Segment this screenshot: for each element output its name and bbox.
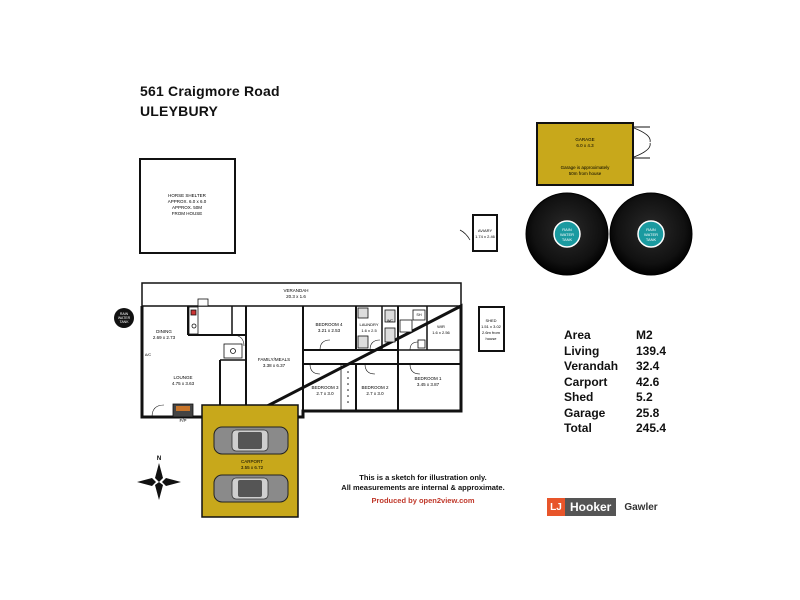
area-name: Carport <box>564 374 608 389</box>
stair-dots <box>347 371 349 403</box>
rain-water-tank-small: RAIN WATER TANK <box>114 308 134 328</box>
bedroom2-size: 2.7 x 3.0 <box>366 391 384 396</box>
laundry-size: 1.6 x 2.5 <box>361 328 377 333</box>
ac-label: A/C <box>145 353 152 357</box>
dining-label: DINING <box>156 329 172 334</box>
area-row: Shed 5.2 <box>564 390 696 406</box>
bedroom3-label: BEDROOM 3 <box>311 385 339 390</box>
disclaimer-line-2: All measurements are internal & approxim… <box>341 483 505 492</box>
bedroom1-size: 3.45 x 3.87 <box>417 382 440 387</box>
area-row: Living 139.4 <box>564 344 696 360</box>
garage-label: GARAGE <box>575 137 594 142</box>
svg-text:WATER: WATER <box>118 316 131 320</box>
aviary-size: 1.74 x 2.46 <box>475 234 496 239</box>
area-row: Area M2 <box>564 328 696 344</box>
bedroom4-size: 3.21 x 2.53 <box>318 328 341 333</box>
family-meals-size: 3.38 x 6.37 <box>263 363 286 368</box>
verandah-size: 20.3 x 1.6 <box>286 294 306 299</box>
horse-shelter-size: APPROX. 6.0 x 6.0 <box>168 199 207 204</box>
aviary-label: AVIARY <box>478 228 493 233</box>
area-value: 32.4 <box>636 359 660 373</box>
shed-distance: 2.6m from <box>482 330 501 335</box>
area-value: 245.4 <box>636 421 667 435</box>
agency-logo: LJ Hooker Gawler <box>547 498 658 516</box>
wc-label: WC <box>387 319 394 323</box>
svg-text:RAIN: RAIN <box>562 227 572 232</box>
area-value: M2 <box>636 328 653 342</box>
wir-label: WIR <box>437 324 445 329</box>
address-line-2: ULEYBURY <box>140 103 219 119</box>
area-name: Shed <box>564 390 594 404</box>
laundry-fixtures <box>357 307 426 349</box>
fireplace: F/P <box>172 403 194 423</box>
shed-size: 1.51 x 3.02 <box>481 324 502 329</box>
svg-text:RAIN: RAIN <box>120 312 129 316</box>
area-table: Area M2 Living 139.4 Verandah 32.4 Carpo… <box>564 328 696 437</box>
horse-shelter-distance-note: FROM HOUSE <box>172 211 203 216</box>
horse-shelter: HORSE SHELTER APPROX. 6.0 x 6.0 APPROX. … <box>139 158 236 254</box>
rain-water-tank-2: RAIN WATER TANK <box>609 192 693 276</box>
laundry-label: LAUNDRY <box>359 322 378 327</box>
area-value: 139.4 <box>636 343 667 358</box>
logo-badge: LJ <box>547 498 565 516</box>
verandah: VERANDAH 20.3 x 1.6 <box>141 282 462 307</box>
bedroom4-label: BEDROOM 4 <box>315 322 343 327</box>
north-arrow-icon: N <box>137 456 181 500</box>
svg-text:WATER: WATER <box>644 232 658 237</box>
bedroom1-label: BEDROOM 1 <box>414 376 442 381</box>
dining-size: 2.69 x 2.73 <box>153 335 176 340</box>
shed: SHED 1.51 x 3.02 2.6m from house <box>478 306 505 352</box>
area-value: 5.2 <box>636 390 653 404</box>
family-meals-label: FAMILY/MEALS <box>258 357 290 362</box>
horse-shelter-distance: APPROX. 50M <box>172 205 202 210</box>
area-value: 42.6 <box>636 374 660 389</box>
produced-by: Produced by open2view.com <box>371 496 475 505</box>
area-name: Total <box>564 421 592 435</box>
svg-text:TANK: TANK <box>646 237 657 242</box>
bedroom3-size: 2.7 x 3.0 <box>316 391 334 396</box>
area-row: Verandah 32.4 <box>564 359 696 375</box>
garage-size: 6.0 x 4.3 <box>576 143 594 148</box>
address-line-1: 561 Craigmore Road <box>140 83 280 99</box>
logo-name: Hooker <box>565 498 617 516</box>
area-value: 25.8 <box>636 405 660 420</box>
carport-size: 3.55 x 6.72 <box>241 465 264 470</box>
aviary: AVIARY 1.74 x 2.46 <box>459 214 498 252</box>
area-row: Total 245.4 <box>564 421 696 437</box>
carport: CARPORT 3.55 x 6.72 <box>201 404 299 518</box>
svg-text:RAIN: RAIN <box>646 227 656 232</box>
disclaimer-line-1: This is a sketch for illustration only. <box>359 473 487 482</box>
garage: GARAGE 6.0 x 4.3 Garage is approximately… <box>536 122 651 186</box>
kitchen-fixtures <box>188 298 243 359</box>
shed-distance-note: house <box>486 336 498 341</box>
lounge-size: 4.75 x 3.63 <box>172 381 195 386</box>
area-name: Living <box>564 343 600 358</box>
svg-text:WATER: WATER <box>560 232 574 237</box>
area-name: Verandah <box>564 359 619 373</box>
horse-shelter-label: HORSE SHELTER <box>168 193 206 198</box>
svg-text:TANK: TANK <box>119 320 129 324</box>
area-row: Garage 25.8 <box>564 406 696 422</box>
lounge-label: LOUNGE <box>173 375 192 380</box>
logo-office: Gawler <box>624 501 658 513</box>
verandah-label: VERANDAH <box>283 288 308 293</box>
sh-label: SH <box>416 313 422 317</box>
area-row: Carport 42.6 <box>564 375 696 391</box>
house <box>140 303 463 419</box>
garage-note: Garage is approximately <box>561 165 611 170</box>
bedroom2-label: BEDROOM 2 <box>361 385 389 390</box>
car-icon <box>213 474 289 503</box>
north-label: N <box>157 456 161 462</box>
shed-label: SHED <box>485 318 496 323</box>
svg-text:F/P: F/P <box>179 418 186 423</box>
carport-label: CARPORT <box>241 459 263 464</box>
rain-water-tank-1: RAIN WATER TANK <box>525 192 609 276</box>
car-icon <box>213 426 289 455</box>
garage-distance: 50m from house <box>569 171 602 176</box>
wir-size: 1.6 x 2.56 <box>432 330 450 335</box>
svg-text:TANK: TANK <box>562 237 573 242</box>
area-name: Garage <box>564 405 606 420</box>
area-name: Area <box>564 328 591 342</box>
